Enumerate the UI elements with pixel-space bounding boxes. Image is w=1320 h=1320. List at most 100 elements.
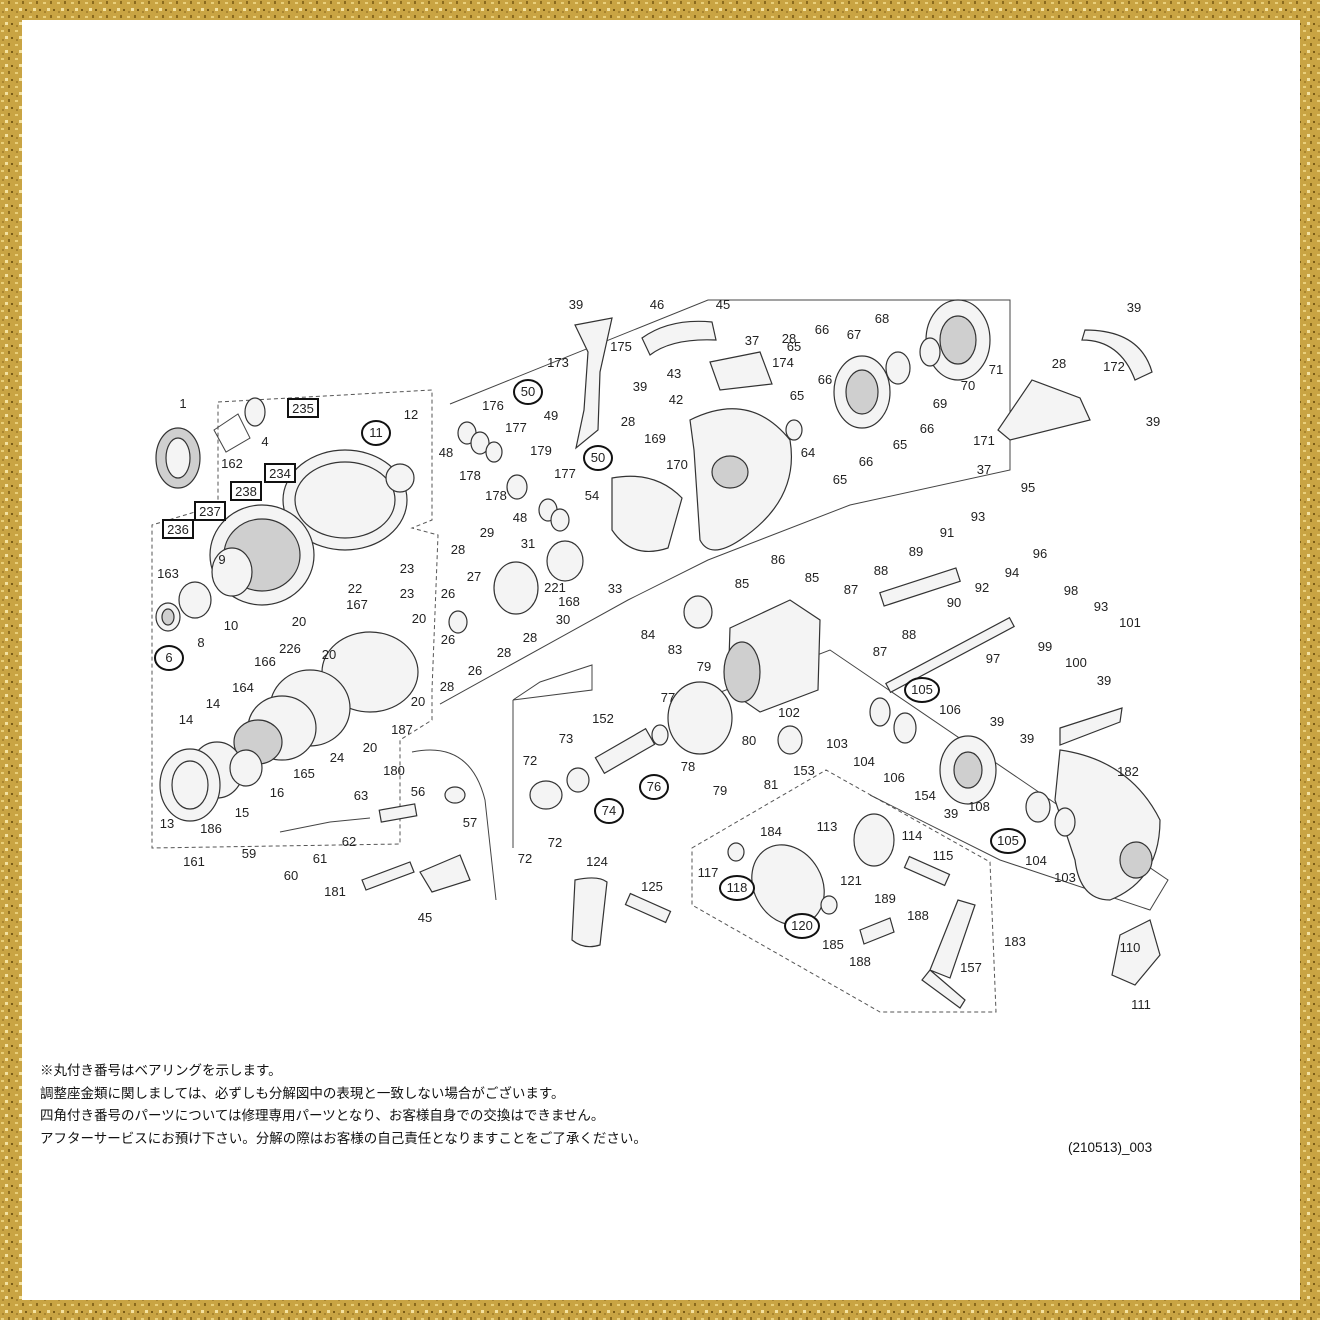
part-152-pinion <box>594 727 656 775</box>
part-number: 221 <box>544 580 566 595</box>
part-number: 169 <box>644 431 666 446</box>
part-label-173: 173 <box>547 355 569 370</box>
part-56 <box>419 854 471 893</box>
part-number: 24 <box>330 750 344 765</box>
part-label-28: 28 <box>621 414 635 429</box>
part-label-63: 63 <box>354 788 368 803</box>
part-label-108: 108 <box>968 799 990 814</box>
part-label-235: 235 <box>287 398 319 418</box>
part-120-bearing <box>820 895 838 915</box>
part-label-54: 54 <box>585 488 599 503</box>
part-number: 42 <box>669 392 683 407</box>
part-label-83: 83 <box>668 642 682 657</box>
part-label-50: 50 <box>583 445 613 471</box>
part-number: 31 <box>521 536 535 551</box>
part-number: 22 <box>348 581 362 596</box>
part-label-91: 91 <box>940 525 954 540</box>
part-number: 152 <box>592 711 614 726</box>
part-number: 187 <box>391 722 413 737</box>
part-number: 170 <box>666 457 688 472</box>
part-number: 172 <box>1103 359 1125 374</box>
part-label-226: 226 <box>279 641 301 656</box>
part-114 <box>903 855 951 887</box>
part-label-65: 65 <box>790 388 804 403</box>
part-label-33: 33 <box>608 581 622 596</box>
part-number: 185 <box>822 937 844 952</box>
part-number: 39 <box>944 806 958 821</box>
shaft-parts <box>448 421 1015 694</box>
part-label-26: 26 <box>468 663 482 678</box>
part-label-57: 57 <box>463 815 477 830</box>
part-106 <box>869 697 891 727</box>
part-number: 238 <box>235 484 257 499</box>
bearing-circle-marker <box>594 798 624 824</box>
part-number: 23 <box>400 561 414 576</box>
part-175 <box>641 320 717 356</box>
part-label-236: 236 <box>162 519 194 539</box>
part-number: 9 <box>218 552 225 567</box>
footnote-bearing: ※丸付き番号はベアリングを示します。 <box>40 1063 282 1078</box>
part-number: 70 <box>961 378 975 393</box>
part-number: 177 <box>505 420 527 435</box>
part-number: 95 <box>1021 480 1035 495</box>
part-number: 92 <box>975 580 989 595</box>
part-168 <box>546 540 584 582</box>
part-number: 166 <box>254 654 276 669</box>
part-label-39: 39 <box>633 379 647 394</box>
part-label-39: 39 <box>1146 414 1160 429</box>
part-label-69: 69 <box>933 396 947 411</box>
diagram-code: (210513)_003 <box>1068 1140 1153 1155</box>
part-label-120: 120 <box>784 913 820 939</box>
part-118-bearing <box>727 842 745 862</box>
bearing-circle-marker <box>719 875 755 901</box>
part-number: 72 <box>548 835 562 850</box>
part-number: 101 <box>1119 615 1141 630</box>
part-number: 46 <box>650 297 664 312</box>
part-label-71: 71 <box>989 362 1003 377</box>
part-label-20: 20 <box>411 694 425 709</box>
part-number: 93 <box>971 509 985 524</box>
part-label-93: 93 <box>1094 599 1108 614</box>
body-parts <box>529 595 1161 986</box>
part-label-20: 20 <box>322 647 336 662</box>
part-number: 236 <box>167 522 189 537</box>
part-number: 45 <box>418 910 432 925</box>
part-label-28: 28 <box>451 542 465 557</box>
part-number: 163 <box>157 566 179 581</box>
part-label-65: 65 <box>893 437 907 452</box>
part-number: 99 <box>1038 639 1052 654</box>
part-number: 4 <box>261 434 268 449</box>
part-label-105: 105 <box>904 677 940 703</box>
part-number: 157 <box>960 960 982 975</box>
part-label-39: 39 <box>569 297 583 312</box>
part-label-20: 20 <box>363 740 377 755</box>
part-153 <box>777 725 803 755</box>
part-number: 20 <box>411 694 425 709</box>
part-label-27: 27 <box>467 569 481 584</box>
part-label-167: 167 <box>346 597 368 612</box>
part-label-20: 20 <box>412 611 426 626</box>
part-label-102: 102 <box>778 705 800 720</box>
part-label-92: 92 <box>975 580 989 595</box>
part-label-56: 56 <box>411 784 425 799</box>
part-label-14: 14 <box>179 712 193 727</box>
part-label-6: 6 <box>154 645 184 671</box>
part-label-87: 87 <box>844 582 858 597</box>
bearing-circle-marker <box>990 828 1026 854</box>
part-label-48: 48 <box>513 510 527 525</box>
part-169 <box>611 475 683 552</box>
part-74-bearing <box>566 767 590 793</box>
part-number: 178 <box>485 488 507 503</box>
part-number: 186 <box>200 821 222 836</box>
part-182-foot <box>1059 707 1123 746</box>
part-label-1: 1 <box>179 396 186 411</box>
part-number: 50 <box>521 384 535 399</box>
part-number: 120 <box>791 918 813 933</box>
part-26 <box>448 610 468 634</box>
part-number: 184 <box>760 824 782 839</box>
part-label-81: 81 <box>764 777 778 792</box>
part-number: 15 <box>235 805 249 820</box>
part-label-80: 80 <box>742 733 756 748</box>
part-label-238: 238 <box>230 481 262 501</box>
